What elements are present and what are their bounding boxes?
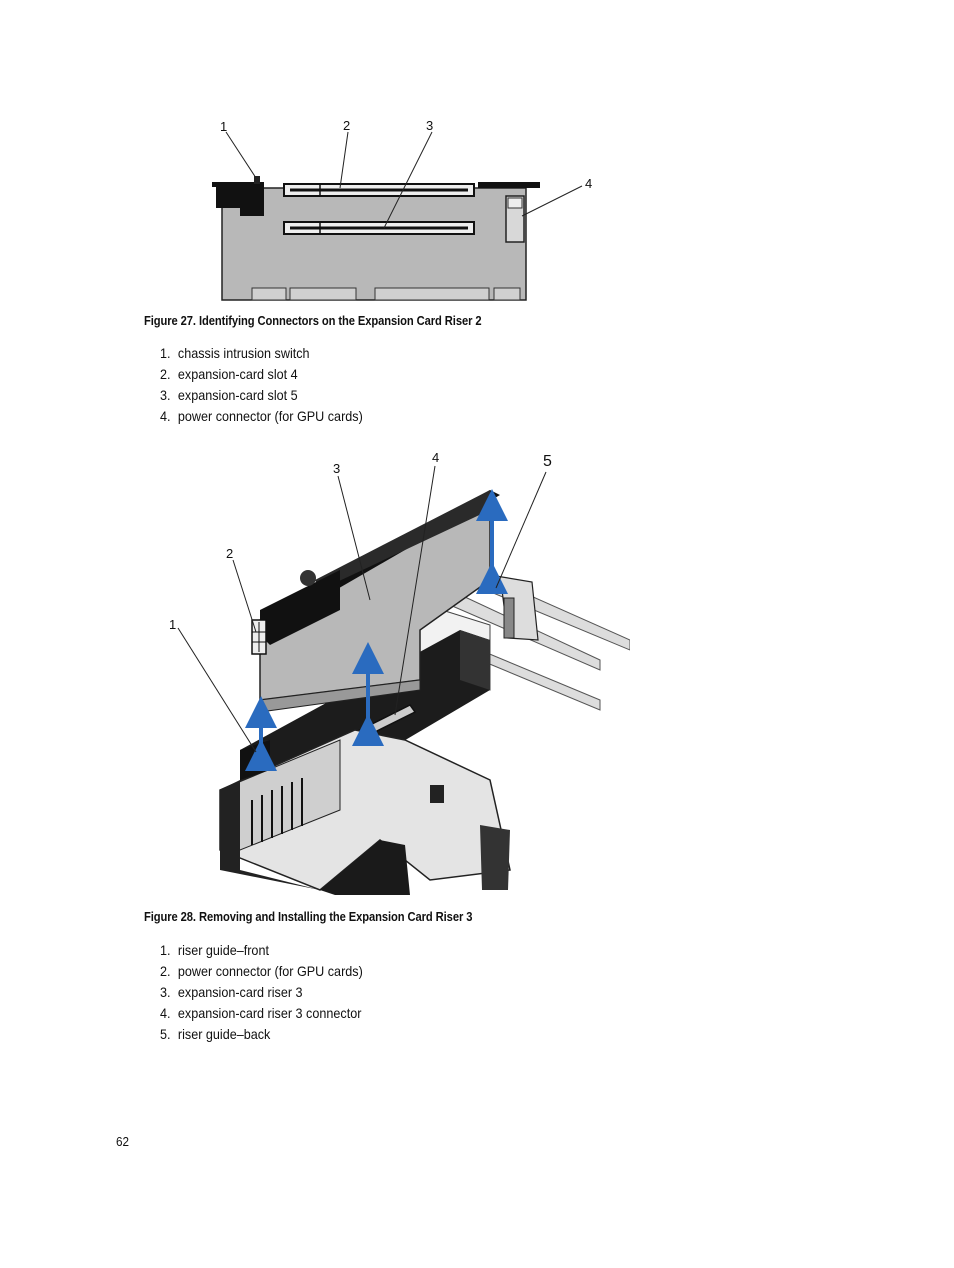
fig27-callout-1: 1	[220, 119, 228, 134]
fig28-callout-1: 1	[169, 617, 177, 632]
riser-2-illustration	[212, 131, 583, 301]
list-item: 1. chassis intrusion switch	[160, 345, 310, 361]
list-item: 2. expansion-card slot 4	[160, 366, 298, 382]
page-number: 62	[116, 1134, 130, 1149]
list-item: 4. expansion-card riser 3 connector	[160, 1005, 362, 1021]
figure-28-caption: Figure 28. Removing and Installing the E…	[144, 909, 473, 924]
fig28-callout-5: 5	[543, 453, 552, 470]
fig28-callout-2: 2	[226, 546, 234, 561]
figure-27-caption: Figure 27. Identifying Connectors on the…	[144, 313, 482, 328]
list-item: 3. expansion-card slot 5	[160, 387, 298, 403]
fig28-callout-3: 3	[333, 461, 341, 476]
list-item: 3. expansion-card riser 3	[160, 984, 303, 1000]
figure-27-legend: 1. chassis intrusion switch 2. expansion…	[160, 343, 363, 427]
list-item: 1. riser guide–front	[160, 942, 269, 958]
fig28-callout-4: 4	[432, 450, 440, 465]
fig27-callout-3: 3	[426, 118, 434, 133]
list-item: 5. riser guide–back	[160, 1026, 271, 1042]
list-item: 2. power connector (for GPU cards)	[160, 963, 363, 979]
riser-3-install-illustration	[177, 465, 630, 895]
fig27-callout-2: 2	[343, 118, 351, 133]
list-item: 4. power connector (for GPU cards)	[160, 408, 363, 424]
figure-28-legend: 1. riser guide–front 2. power connector …	[160, 940, 363, 1045]
fig27-callout-4: 4	[585, 176, 593, 191]
